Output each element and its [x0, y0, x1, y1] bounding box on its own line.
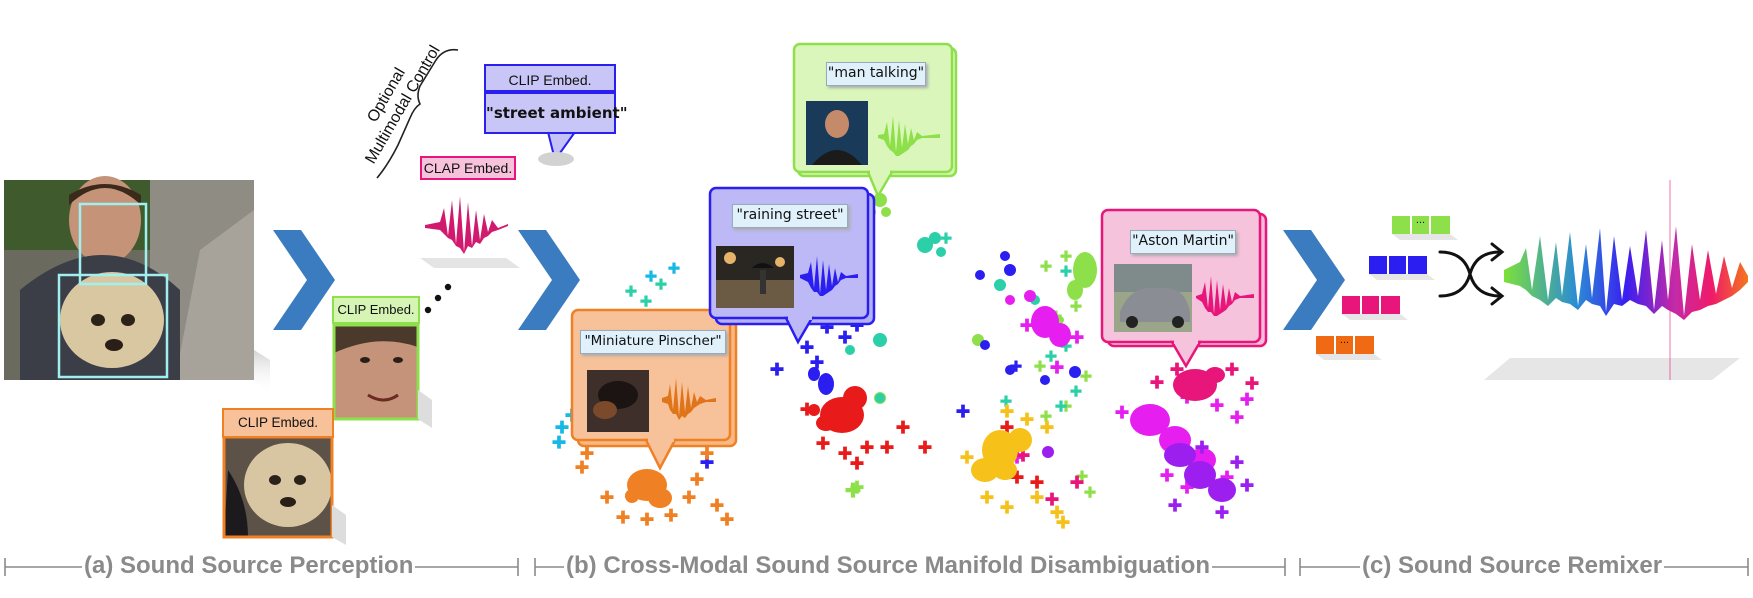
- cluster-caption-miniature-pinscher: "Miniature Pinscher": [580, 330, 726, 354]
- section-label-a: (a) Sound Source Perception: [82, 552, 416, 579]
- clip-face-embed-tag: CLIP Embed.: [332, 296, 420, 324]
- ellipsis-dots-icon: [424, 283, 452, 314]
- section-label-c: (c) Sound Source Remixer: [1360, 552, 1665, 579]
- dog-crop-image: [222, 435, 346, 545]
- token-ellipsis-orange: ...: [1339, 334, 1350, 346]
- cluster-caption-aston-martin: "Aston Martin": [1130, 230, 1236, 254]
- source-token-stacks: [1316, 216, 1458, 360]
- cluster-caption-man-talking: "man talking": [826, 62, 926, 86]
- token-ellipsis-green: ...: [1415, 214, 1426, 226]
- shuffle-icon: [1438, 242, 1505, 306]
- section-label-b: (b) Cross-Modal Sound Source Manifold Di…: [564, 552, 1213, 579]
- face-crop-image: [332, 323, 432, 428]
- mixed-waveform: [1484, 180, 1748, 380]
- clap-embed-tag: CLAP Embed.: [420, 156, 516, 180]
- cluster-caption-raining-street: "raining street": [732, 204, 848, 228]
- brace-icon: [376, 48, 459, 179]
- flow-chevron-icon: [273, 230, 1345, 330]
- clap-waveform: [425, 196, 508, 254]
- input-video-frame: [4, 176, 270, 395]
- clip-text-embed-tag: CLIP Embed.: [484, 64, 616, 92]
- manifold-scatter: [552, 193, 1259, 529]
- clip-text-query: "street ambient": [484, 92, 628, 134]
- clip-dog-embed-tag: CLIP Embed.: [222, 408, 334, 438]
